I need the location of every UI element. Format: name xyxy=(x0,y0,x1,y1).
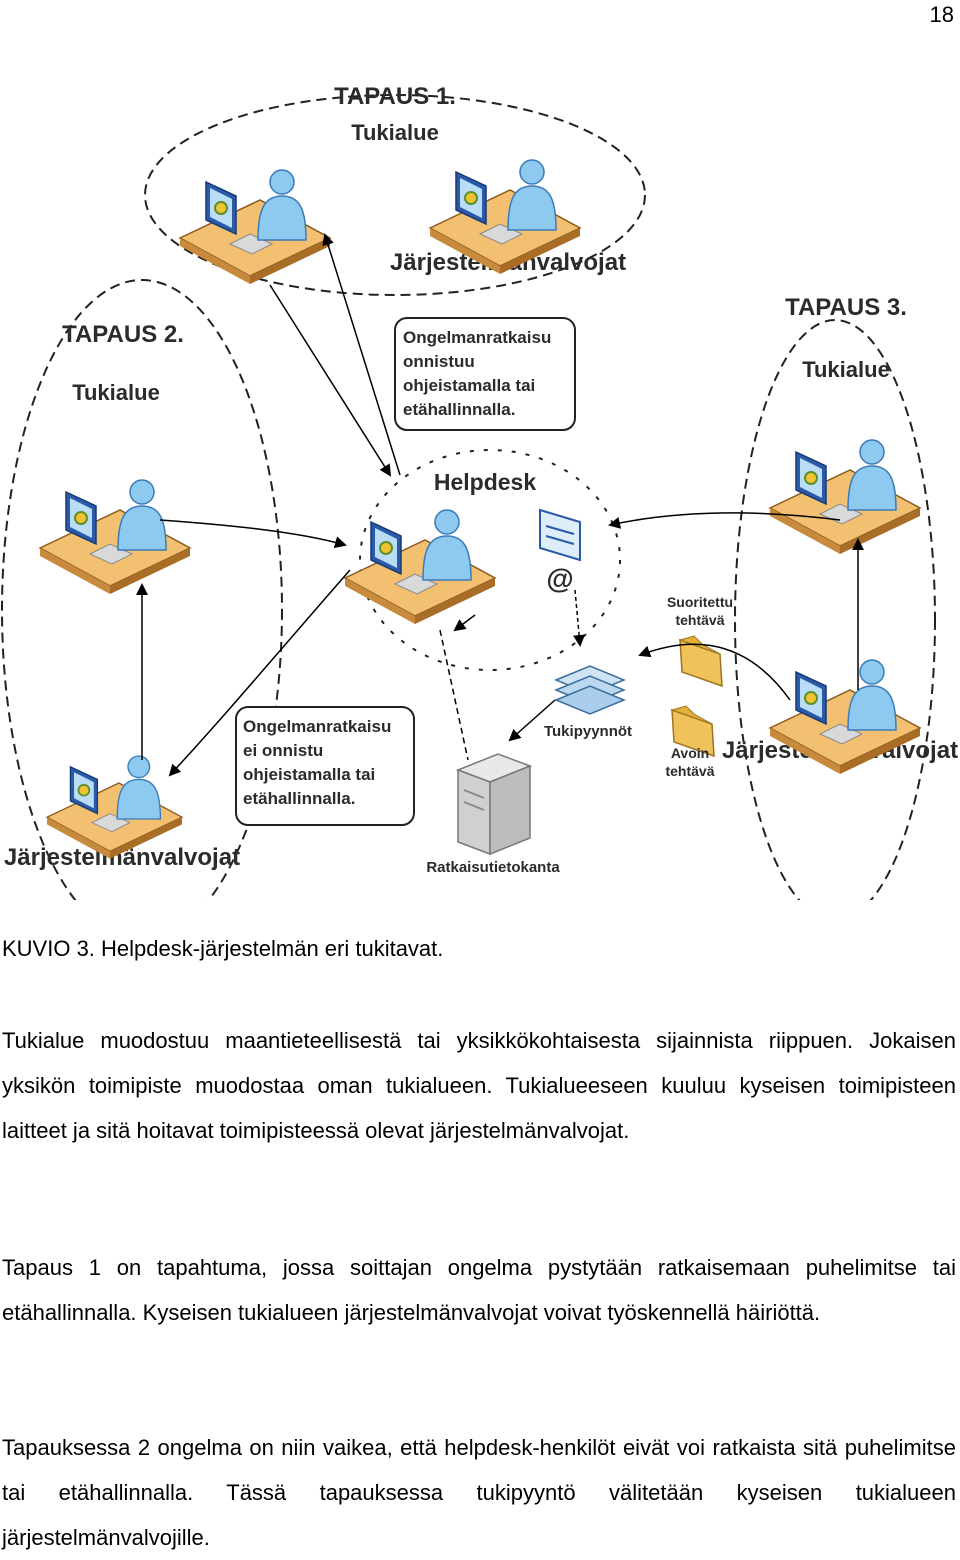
document-stack-icon xyxy=(554,665,626,715)
case2-subtitle: Tukialue xyxy=(72,380,160,405)
case3-subtitle: Tukialue xyxy=(802,357,890,382)
connection-lines xyxy=(136,233,864,777)
workstation-icon xyxy=(39,479,191,595)
svg-text:Ongelmanratkaisu: Ongelmanratkaisu xyxy=(403,328,551,347)
done-task-label-1: Suoritettu xyxy=(667,594,733,610)
svg-text:etähallinnalla.: etähallinnalla. xyxy=(403,400,515,419)
done-task-label-2: tehtävä xyxy=(675,612,724,628)
paragraph: Tukialue muodostuu maantieteellisestä ta… xyxy=(2,1028,956,1143)
support-requests-label: Tukipyynnöt xyxy=(544,723,632,740)
server-icon xyxy=(455,753,533,856)
open-task-label-2: tehtävä xyxy=(665,763,714,779)
figure-caption: KUVIO 3. Helpdesk-järjestelmän eri tukit… xyxy=(2,936,444,961)
folder-icon xyxy=(678,635,723,688)
svg-text:etähallinnalla.: etähallinnalla. xyxy=(243,789,355,808)
case2-region xyxy=(1,279,283,900)
svg-text:ohjeistamalla tai: ohjeistamalla tai xyxy=(243,765,375,784)
case1-subtitle: Tukialue xyxy=(351,120,439,145)
case3-title: TAPAUS 3. xyxy=(785,294,907,321)
helpdesk-label: Helpdesk xyxy=(434,469,536,495)
paragraph: Tapauksessa 2 ongelma on niin vaikea, et… xyxy=(2,1435,956,1550)
case1-region xyxy=(144,94,646,296)
svg-text:Ongelmanratkaisu: Ongelmanratkaisu xyxy=(243,717,391,736)
svg-text:ohjeistamalla tai: ohjeistamalla tai xyxy=(403,376,535,395)
solution-db-label: Ratkaisutietokanta xyxy=(426,859,560,876)
note-success: Ongelmanratkaisu onnistuu ohjeistamalla … xyxy=(394,317,576,431)
workstation-icon xyxy=(344,509,496,625)
open-task-label-1: Avoin xyxy=(671,745,709,761)
envelope-icon xyxy=(539,508,581,562)
page-number: 18 xyxy=(929,2,954,27)
helpdesk-diagram: TAPAUS 1. Tukialue Järjestelmänvalvojat … xyxy=(0,70,960,900)
workstation-icon xyxy=(769,439,921,555)
email-symbol: @ xyxy=(546,563,573,594)
case3-region xyxy=(734,319,936,900)
folder-icon xyxy=(670,705,715,758)
case1-title: TAPAUS 1. xyxy=(334,83,456,110)
note-fail: Ongelmanratkaisu ei onnistu ohjeistamall… xyxy=(235,706,415,826)
helpdesk-region xyxy=(359,449,621,671)
svg-text:ei onnistu: ei onnistu xyxy=(243,741,323,760)
workstation-icon xyxy=(179,169,331,285)
svg-text:onnistuu: onnistuu xyxy=(403,352,475,371)
case2-title: TAPAUS 2. xyxy=(62,321,184,348)
paragraph: Tapaus 1 on tapahtuma, jossa soittajan o… xyxy=(2,1255,956,1325)
